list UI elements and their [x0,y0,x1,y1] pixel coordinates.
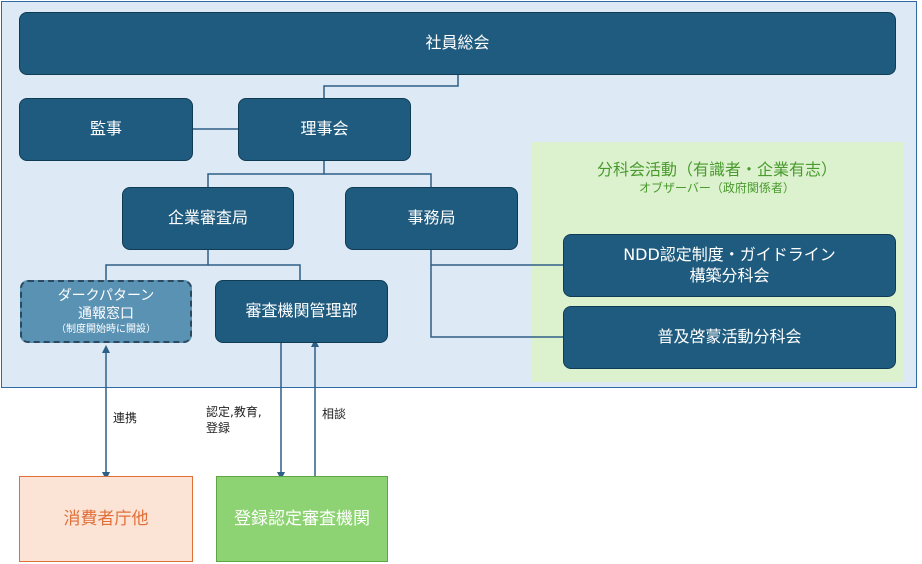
corp-review-box: 企業審査局 [122,187,294,250]
ndd-label-1: NDD認定制度・ガイドライン [623,244,836,264]
certification-label-2: 登録 [206,420,231,435]
connector-general-to-board [323,75,459,98]
consumer-agency-box: 消費者庁他 [19,476,193,562]
consumer-agency-label: 消費者庁他 [63,508,149,529]
subcommittee-subtitle: オブザーバー（政府関係者） [639,181,795,195]
connector-board-to-secretariat [324,173,432,187]
subcommittee-title: 分科会活動（有識者・企業有志） [596,160,837,179]
auditor-label: 監事 [89,119,122,139]
dark-pattern-label-2: 通報窓口 [78,306,134,322]
board-label: 理事会 [300,119,349,139]
auditor-box: 監事 [19,98,193,161]
connector-corp-review-to-review-mgmt [208,264,301,280]
connector-secretariat-to-promotion [430,265,563,338]
connector-board-to-corp-review [207,161,325,187]
corp-review-label: 企業審査局 [167,208,248,228]
registered-review-body-label: 登録認定審査機関 [234,508,370,529]
review-mgmt-label: 審査機関管理部 [245,301,358,321]
secretariat-label: 事務局 [407,208,456,228]
connector-secretariat-to-ndd [430,250,563,266]
registered-review-body-box: 登録認定審査機関 [216,476,388,562]
dark-pattern-note: （制度開始時に開設） [56,324,156,336]
promotion-label: 普及啓蒙活動分科会 [657,327,802,347]
certification-label-1: 認定,教育, [206,405,262,419]
connector-corp-review-to-dark-pattern [105,250,209,280]
ndd-subcommittee-box: NDD認定制度・ガイドライン 構築分科会 [563,234,896,297]
general-meeting-box: 社員総会 [19,12,896,75]
general-meeting-label: 社員総会 [425,33,490,53]
link-label: 連携 [113,411,138,425]
board-box: 理事会 [238,98,411,161]
promotion-subcommittee-box: 普及啓蒙活動分科会 [563,306,896,369]
ndd-label-2: 構築分科会 [689,265,770,285]
consultation-label: 相談 [322,407,347,421]
review-mgmt-box: 審査機関管理部 [215,280,388,343]
dark-pattern-box: ダークパターン 通報窓口 （制度開始時に開設） [20,280,192,343]
secretariat-box: 事務局 [345,187,518,250]
dark-pattern-label-1: ダークパターン [57,287,155,304]
certification-label: 認定,教育, 登録 [206,405,262,436]
